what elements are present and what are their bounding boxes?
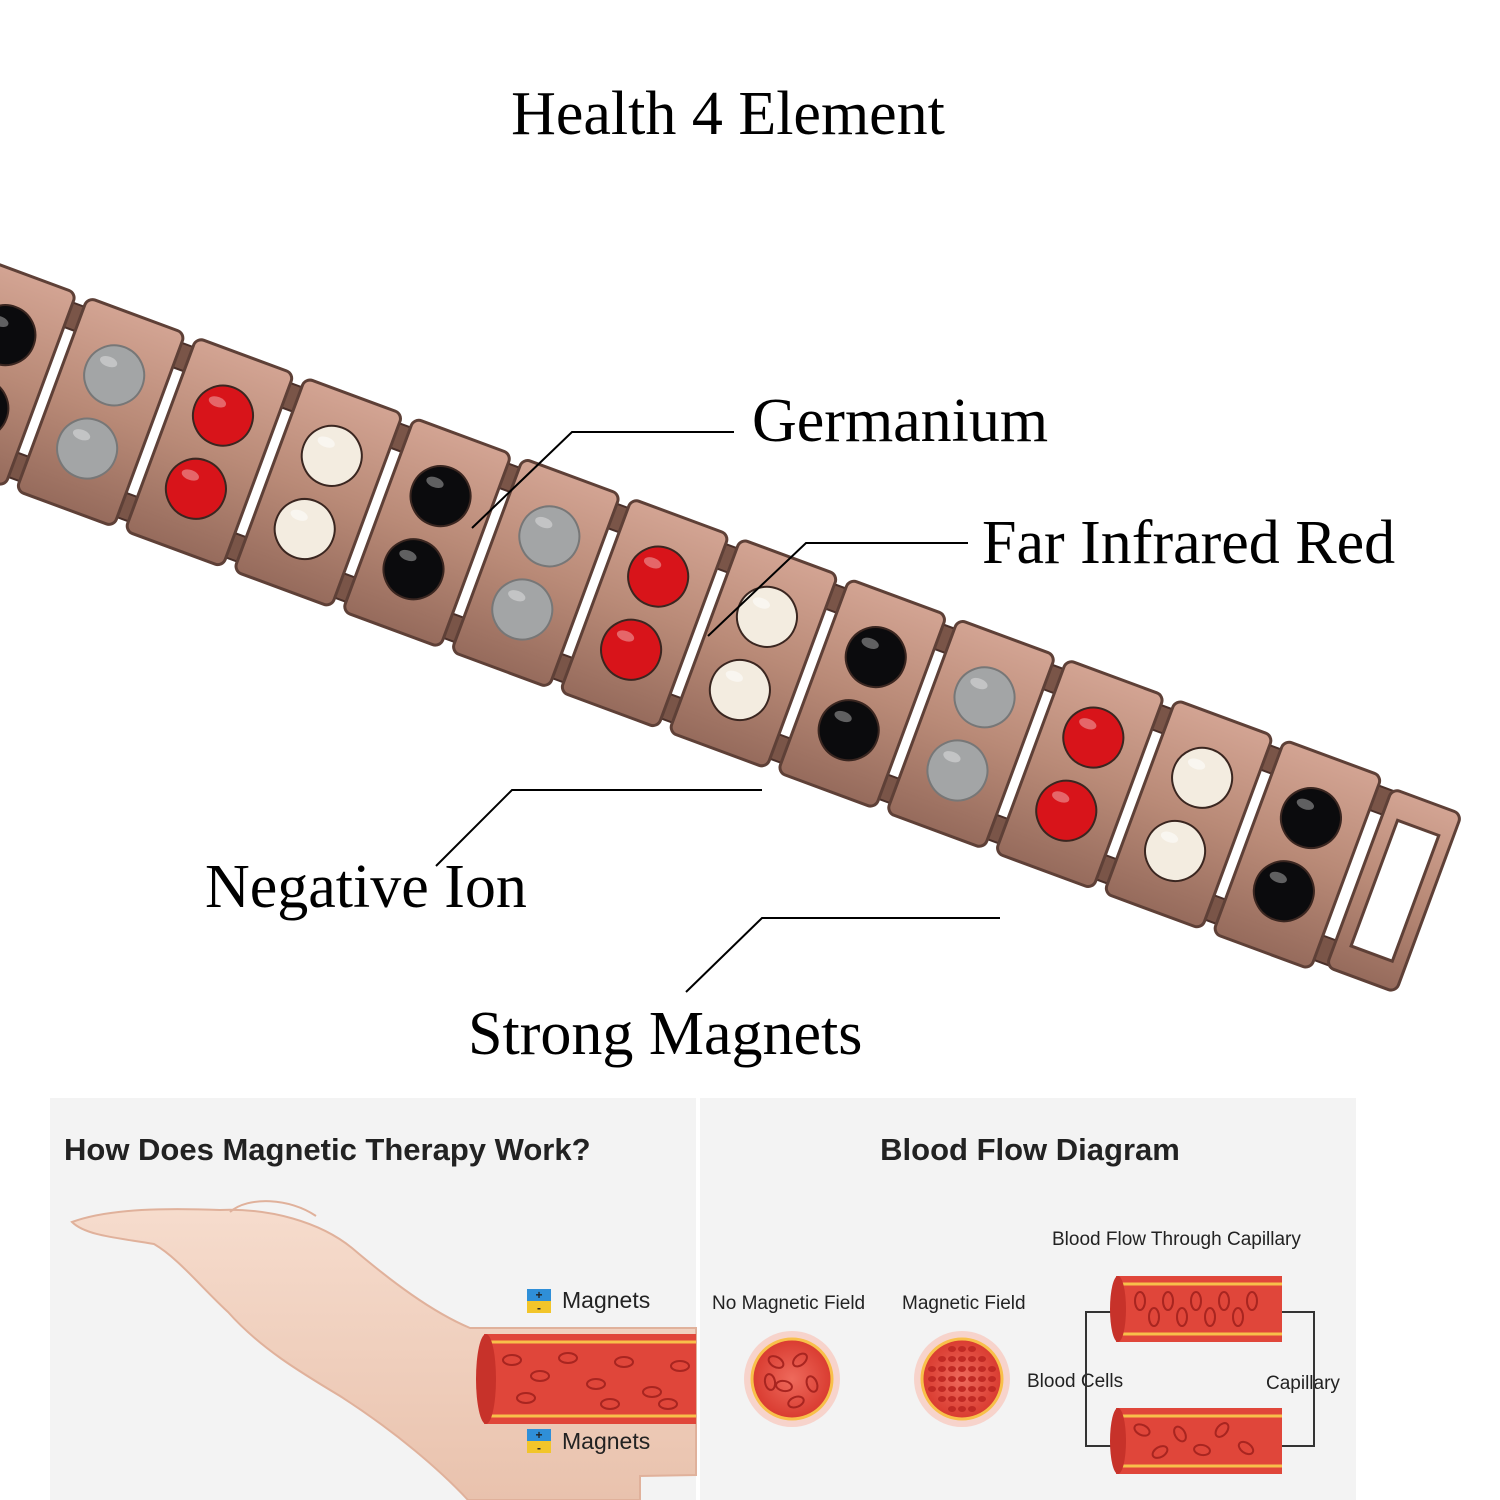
arm-blood-vessel [476, 1334, 696, 1424]
magnets-label: Strong Magnets [468, 1000, 862, 1068]
bracelet-link [1213, 740, 1401, 969]
negative-ion-leader-line [435, 789, 762, 867]
black-element-stone [817, 699, 880, 762]
black-element-stone [0, 304, 37, 367]
germanium-label: Germanium [752, 387, 1048, 455]
silver-element-stone [56, 417, 119, 480]
magnets-top-label: Magnets [562, 1287, 650, 1313]
white-element-stone [708, 659, 771, 722]
svg-text:-: - [537, 1441, 541, 1455]
bracelet-link [343, 418, 530, 647]
magnets-bottom-label: Magnets [562, 1428, 650, 1454]
red-element-stone [600, 618, 663, 681]
black-element-stone [409, 465, 472, 528]
capillary-tube-bottom [1110, 1408, 1282, 1474]
black-element-stone [382, 538, 445, 601]
magnet-icon: + - [527, 1428, 551, 1455]
field-label: Magnetic Field [902, 1293, 1026, 1314]
red-element-stone [1035, 779, 1098, 842]
silver-element-stone [926, 739, 989, 802]
svg-text:+: + [535, 1288, 542, 1302]
magnet-icon: + - [527, 1288, 551, 1315]
capillary-label: Capillary [1266, 1373, 1340, 1394]
bracelet-link [996, 660, 1183, 889]
capillary-flow-heading: Blood Flow Through Capillary [1052, 1229, 1301, 1250]
red-element-stone [1062, 706, 1125, 769]
magnets-leader-line [685, 917, 1000, 993]
blood-panel-title: Blood Flow Diagram [880, 1132, 1180, 1167]
black-element-stone [1279, 787, 1342, 850]
magnetic-bracelet [0, 257, 1461, 992]
black-element-stone [0, 377, 10, 440]
red-element-stone [627, 545, 690, 608]
silver-element-stone [491, 578, 554, 641]
capillary-tube-top [1110, 1276, 1282, 1342]
bracelet-link [234, 378, 422, 607]
bracelet-clasp [1327, 789, 1461, 992]
silver-element-stone [518, 505, 581, 568]
page-title: Health 4 Element [511, 80, 945, 148]
red-element-stone [164, 457, 227, 520]
blood-cells-label: Blood Cells [1027, 1371, 1123, 1392]
black-element-stone [844, 626, 907, 689]
callout-lines [435, 431, 1000, 993]
germanium-leader-line [471, 431, 734, 529]
magnetic-therapy-panel: How Does Magnetic Therapy Work? + - [50, 1098, 697, 1500]
silver-element-stone [953, 666, 1016, 729]
silver-element-stone [83, 344, 146, 407]
field-cross-section [914, 1331, 1010, 1427]
white-element-stone [1144, 819, 1207, 882]
therapy-panel-title: How Does Magnetic Therapy Work? [64, 1132, 591, 1167]
blood-flow-panel: Blood Flow Diagram Blood Flow Through Ca… [700, 1098, 1356, 1500]
negative-ion-label: Negative Ion [205, 853, 527, 921]
svg-text:-: - [537, 1301, 541, 1315]
far-infrared-label: Far Infrared Red [982, 509, 1395, 577]
black-element-stone [1252, 860, 1315, 923]
white-element-stone [273, 498, 336, 561]
white-element-stone [300, 424, 363, 487]
bracelet-link [1104, 700, 1292, 929]
no-field-cross-section [744, 1331, 840, 1427]
white-element-stone [1171, 746, 1234, 809]
svg-text:+: + [535, 1428, 542, 1442]
no-field-label: No Magnetic Field [712, 1293, 865, 1314]
red-element-stone [191, 384, 254, 447]
far-infrared-leader-line [707, 542, 968, 637]
diagram-bracket-lines [1085, 1311, 1315, 1447]
